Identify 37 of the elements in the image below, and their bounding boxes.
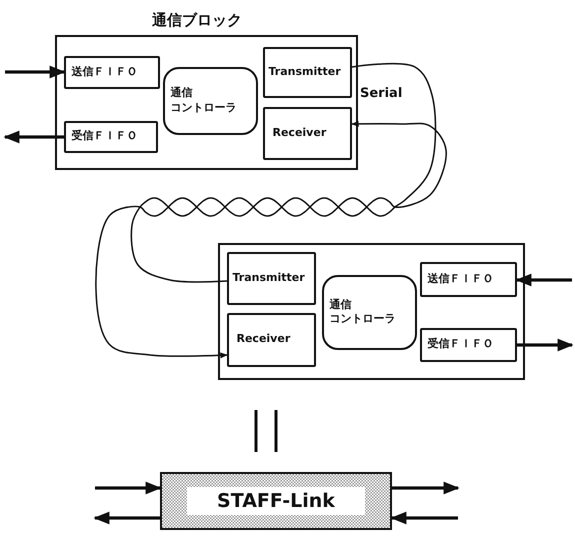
signal-label: Serial [360, 86, 402, 101]
arrow [390, 512, 458, 524]
arrow [95, 482, 162, 494]
box-label: STAFF-Link [187, 486, 365, 516]
block-title: 通信ブロック [152, 11, 242, 30]
controller-box [322, 274, 416, 350]
arrow [3, 130, 64, 144]
transmitter-box [262, 46, 352, 98]
link-box [160, 472, 392, 530]
box-label: Transmitter [268, 64, 342, 80]
receiver-box [262, 106, 352, 160]
receiver-box [226, 312, 316, 366]
serial-cable [130, 120, 447, 283]
fifo-box [64, 56, 160, 88]
arrow [5, 66, 66, 78]
arrow [93, 512, 160, 524]
box-label: 通信 [330, 298, 352, 312]
box-label: 送信ＦＩＦＯ [428, 272, 494, 286]
fifo-box [420, 262, 516, 296]
box-label: Receiver [272, 126, 328, 140]
arrow [517, 338, 574, 352]
transmitter-box [226, 252, 316, 304]
box-label: 通信 [170, 86, 194, 100]
box-label: 受信ＦＩＦＯ [428, 337, 494, 352]
box-label: 送信ＦＩＦＯ [72, 64, 138, 80]
fifo-box [64, 120, 158, 152]
box-label: Receiver [236, 332, 292, 347]
box-label: コントローラ [330, 312, 396, 326]
arrow [515, 274, 572, 286]
serial-cable [95, 62, 436, 358]
arrow [392, 482, 460, 494]
fifo-box [420, 328, 516, 362]
box-label: Transmitter [232, 270, 306, 286]
box-label: 受信ＦＩＦＯ [72, 129, 138, 144]
box-label: コントローラ [170, 100, 238, 115]
block-frame [218, 243, 525, 380]
controller-box [162, 66, 258, 134]
